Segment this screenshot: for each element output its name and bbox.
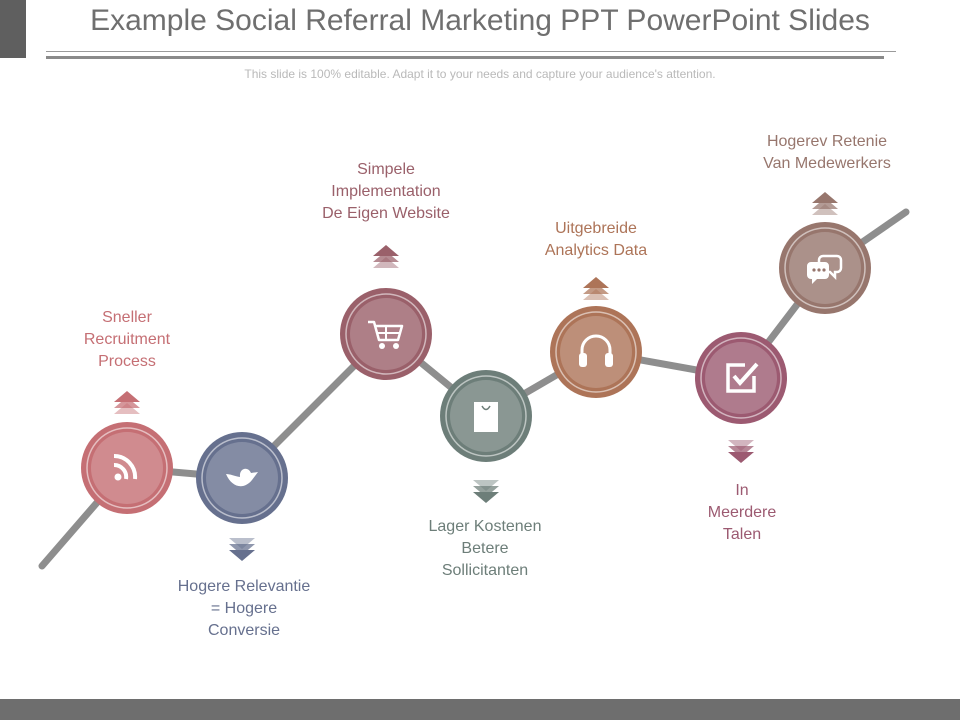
node-ring-line	[784, 227, 866, 309]
label-line: Sollicitanten	[441, 562, 529, 579]
label-line: Meerdere	[707, 504, 777, 521]
step-6-node	[695, 332, 787, 424]
node-ring-line	[700, 337, 782, 419]
node-ring-line	[86, 427, 168, 509]
title-divider-thick	[46, 56, 884, 59]
step-1-node	[81, 422, 173, 514]
label-line: Recruitment	[83, 331, 171, 348]
step-7-node	[779, 222, 871, 314]
shopping-bag-icon	[474, 402, 498, 432]
step-4-arrow	[473, 480, 499, 503]
checkbox-icon	[726, 362, 759, 393]
title-divider-thin	[46, 51, 896, 52]
node-ring-line	[555, 311, 637, 393]
slide-subtitle: This slide is 100% editable. Adapt it to…	[244, 67, 716, 81]
label-line: Sneller	[102, 309, 152, 326]
rss-icon	[113, 453, 138, 481]
label-line: Lager Kostenen	[428, 518, 542, 535]
label-line: In	[735, 482, 749, 499]
label-line: Conversie	[207, 622, 281, 639]
node-outer-ring	[550, 306, 642, 398]
node-inner-disc	[705, 342, 777, 414]
corner-block	[0, 0, 26, 58]
step-2-node	[196, 432, 288, 524]
node-ring-line	[345, 293, 427, 375]
label-line: Analytics Data	[544, 242, 648, 259]
step-3-arrow	[373, 245, 399, 268]
label-line: Process	[98, 353, 156, 370]
label-line: Implementation	[331, 183, 441, 200]
label-line: Hogerev Retenie	[766, 133, 888, 150]
step-6-arrow	[728, 440, 754, 463]
chat-bubbles-icon	[807, 254, 843, 284]
label-line: Uitgebreide	[555, 220, 637, 237]
node-ring-line	[445, 375, 527, 457]
label-line: Talen	[722, 526, 762, 543]
node-outer-ring	[695, 332, 787, 424]
step-2-arrow	[229, 538, 255, 561]
step-7-arrow	[812, 192, 838, 215]
node-inner-disc	[91, 432, 163, 504]
footer-bar	[0, 699, 960, 720]
label-line: Simpele	[357, 161, 415, 178]
step-4-node	[440, 370, 532, 462]
step-5-node	[550, 306, 642, 398]
headphones-icon	[579, 334, 613, 367]
step-5-arrow	[583, 277, 609, 300]
step-3-node	[340, 288, 432, 380]
node-outer-ring	[81, 422, 173, 514]
label-line: Betere	[461, 540, 509, 557]
step-1-arrow	[114, 391, 140, 414]
bird-icon	[226, 468, 258, 487]
label-line: = Hogere	[210, 600, 278, 617]
label-line: Van Medewerkers	[763, 155, 891, 172]
node-inner-disc	[560, 316, 632, 388]
slide-title: Example Social Referral Marketing PPT Po…	[90, 4, 870, 37]
node-ring-line	[201, 437, 283, 519]
label-line: Hogere Relevantie	[177, 578, 311, 595]
label-line: De Eigen Website	[322, 205, 450, 222]
shopping-cart-icon	[368, 320, 404, 349]
